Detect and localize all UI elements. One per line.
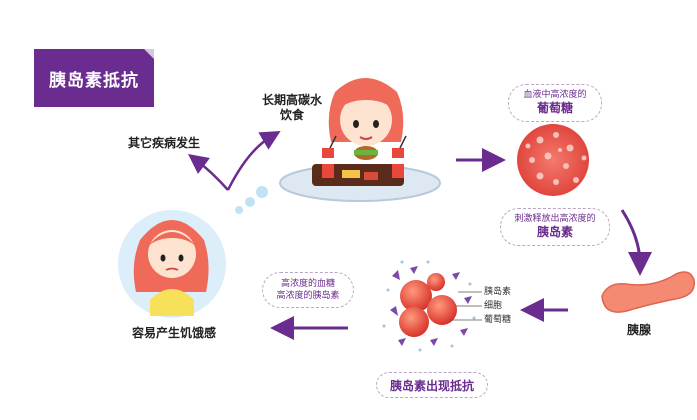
- thought-bubbles: [235, 186, 268, 214]
- page-title: 胰岛素抵抗: [49, 70, 139, 91]
- legend-glucose: 葡萄糖: [484, 315, 512, 325]
- pancreas-label: 胰腺: [626, 323, 651, 337]
- blood-sugar-line1: 血液中高浓度的: [523, 90, 587, 100]
- blood-glucose-illustration: [517, 124, 589, 196]
- girl-eating-illustration: [279, 78, 441, 202]
- disease-arrow: [188, 130, 281, 191]
- legend-insulin: 胰岛素: [484, 287, 512, 297]
- title-corner-decoration: [144, 49, 154, 59]
- other-disease-label: 其它疾病发生: [127, 136, 200, 150]
- blood-sugar-bubble: 血液中高浓度的 葡萄糖: [508, 84, 602, 122]
- hungry-girl-illustration: [118, 210, 226, 318]
- diet-label-line2: 饮食: [279, 108, 304, 122]
- resistance-bubble: 胰岛素出现抵抗: [376, 372, 488, 398]
- diet-label: 长期高碳水 饮食: [258, 93, 326, 123]
- stimulate-bubble: 刺激释放出高浓度的 胰岛素: [500, 208, 610, 246]
- high-conc-line2: 高浓度的胰岛素: [276, 291, 340, 301]
- stimulate-line2: 胰岛素: [536, 225, 573, 239]
- hunger-label: 容易产生饥饿感: [131, 326, 216, 340]
- stimulate-line1: 刺激释放出高浓度的: [514, 214, 596, 224]
- high-conc-line1: 高浓度的血糖: [280, 279, 335, 289]
- diet-label-line1: 长期高碳水: [261, 93, 322, 107]
- pancreas-illustration: [601, 271, 695, 313]
- resistance-label: 胰岛素出现抵抗: [389, 379, 474, 393]
- blood-sugar-line2: 葡萄糖: [536, 101, 573, 115]
- high-conc-bubble: 高浓度的血糖 高浓度的胰岛素: [262, 272, 354, 308]
- title-box: 胰岛素抵抗: [34, 49, 154, 107]
- cell-cluster-illustration: [382, 260, 482, 352]
- legend-cell: 细胞: [484, 301, 503, 311]
- arrow-to-pancreas: [620, 209, 652, 276]
